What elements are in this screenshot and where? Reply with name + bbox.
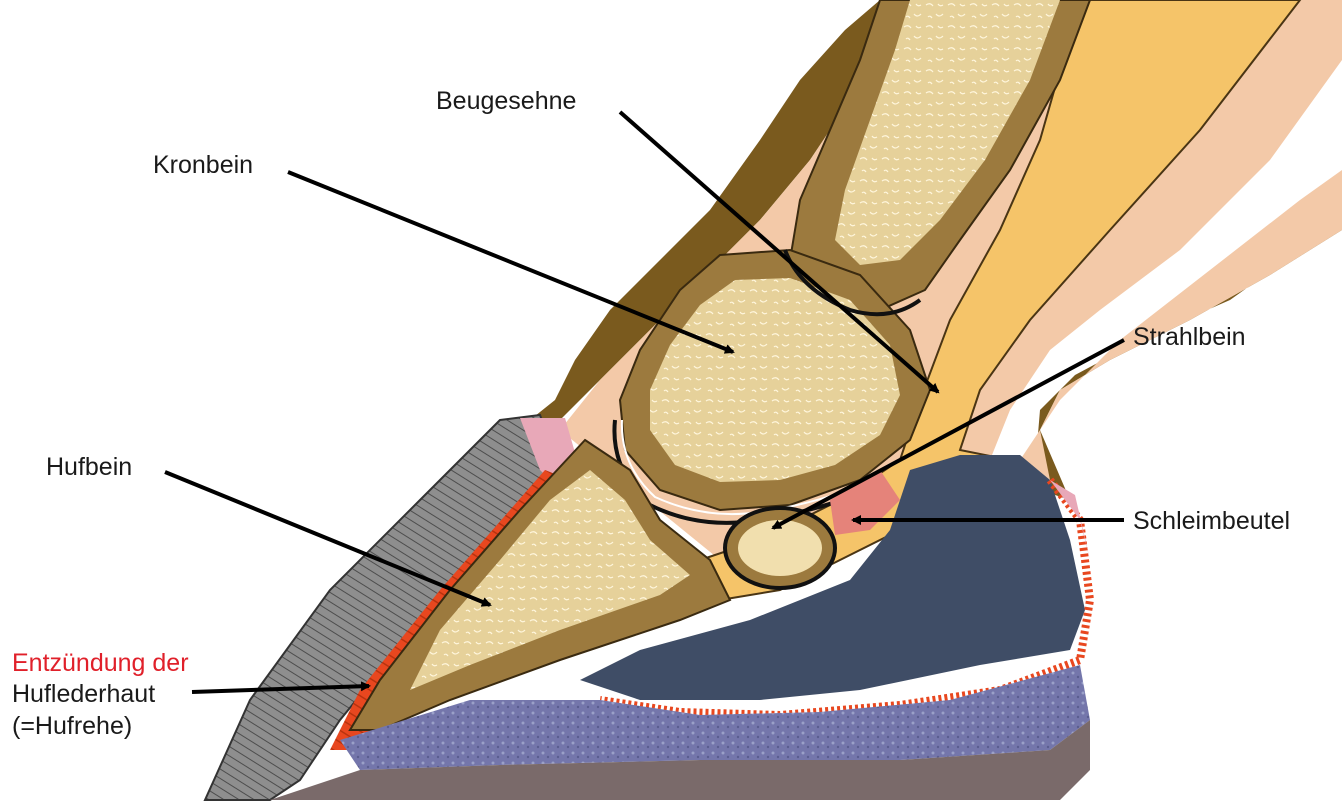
- label-schleimbeutel: Schleimbeutel: [1133, 506, 1290, 537]
- label-entzuendung-block: Entzündung der Huflederhaut (=Hufrehe): [12, 648, 189, 742]
- label-hufrehe: (=Hufrehe): [12, 711, 189, 742]
- label-strahlbein: Strahlbein: [1133, 322, 1246, 353]
- label-beugesehne: Beugesehne: [436, 86, 576, 117]
- label-kronbein: Kronbein: [153, 150, 253, 181]
- label-huflederhaut: Huflederhaut: [12, 679, 189, 710]
- label-hufbein: Hufbein: [46, 452, 132, 483]
- label-entzuendung-der: Entzündung der: [12, 648, 189, 679]
- navicular-bone-core: [738, 520, 822, 576]
